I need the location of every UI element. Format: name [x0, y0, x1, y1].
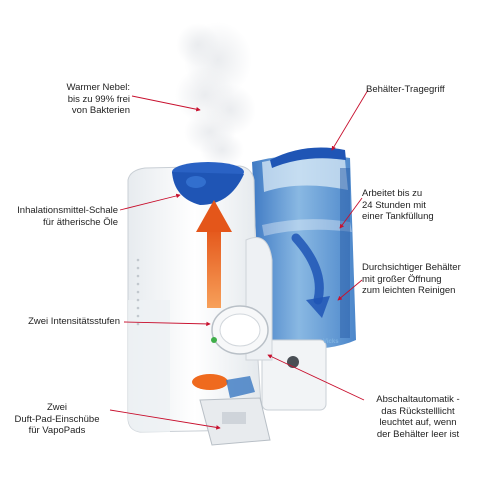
leader-warm-mist [132, 96, 200, 110]
leader-tank-handle [332, 90, 368, 150]
label-transparent-tank: Durchsichtiger Behälter mit großer Öffnu… [362, 262, 478, 297]
label-auto-shutoff: Abschaltautomatik - das Rückstelllicht l… [362, 394, 474, 440]
leader-transparent-tank [338, 280, 362, 300]
label-two-levels: Zwei Intensitätsstufen [4, 316, 120, 328]
leader-intensity [124, 322, 210, 324]
label-warm-mist: Warmer Nebel: bis zu 99% frei von Bakter… [18, 82, 130, 117]
leader-inhalant-cup [120, 195, 180, 210]
label-runtime: Arbeitet bis zu 24 Stunden mit einer Tan… [362, 188, 474, 223]
label-scent-pads: Zwei Duft-Pad-Einschübe für VapoPads [4, 402, 110, 437]
leader-runtime [340, 198, 362, 228]
leader-scent-pads [110, 410, 220, 428]
label-inhalant-cup: Inhalationsmittel-Schale für ätherische … [2, 205, 118, 228]
leader-auto-shutoff [268, 355, 364, 400]
label-tank-handle: Behälter-Tragegriff [366, 84, 478, 96]
